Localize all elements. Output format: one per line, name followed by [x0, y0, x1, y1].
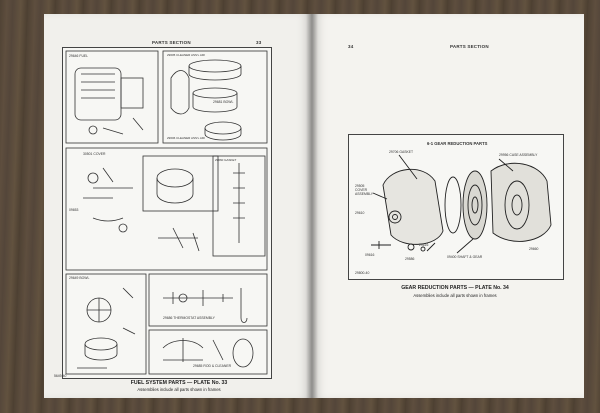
left-plate-caption-subtitle: Assemblies include all parts shown in fr…: [137, 387, 221, 392]
part-label: 29646 FUEL: [69, 54, 89, 58]
gear-plate-title: 6-1 GEAR REDUCTION PARTS: [427, 141, 488, 146]
part-label: 29681 BOWL: [213, 100, 234, 104]
open-book: PARTS SECTION 33: [44, 14, 584, 398]
right-page-section-header: PARTS SECTION: [450, 44, 489, 49]
book-gutter: [306, 14, 318, 398]
left-plate-caption-title: FUEL SYSTEM PARTS — PLATE No. 33: [130, 380, 228, 386]
callout-label: 29660: [529, 247, 539, 251]
left-page-number: 33: [256, 40, 262, 45]
callout-label: 29586: [405, 257, 415, 261]
part-label: 29606 CLEANER ASS'L AIR: [167, 136, 205, 140]
gear-reduction-exploded-diagram: [371, 154, 552, 254]
gear-reduction-plate: 6-1 GEAR REDUCTION PARTS: [348, 134, 564, 280]
callout-label: 09616: [365, 253, 375, 257]
part-label: 29649 BOWL: [69, 276, 90, 280]
callout-label: 29505 COVER ASSEMBLY: [355, 184, 374, 196]
callout-label: 29616: [419, 243, 429, 247]
left-page-corner-code: 5649-40: [54, 374, 67, 378]
part-label: 09653: [69, 208, 79, 212]
right-page: 34 PARTS SECTION 6-1 GEAR REDUCTION PART…: [312, 14, 584, 398]
right-page-number: 34: [348, 44, 354, 49]
left-page-section-header: PARTS SECTION: [152, 40, 191, 45]
part-label: 29685 ROD & CLEANER: [193, 364, 232, 368]
right-plate-caption-title: GEAR REDUCTION PARTS — PLATE No. 34: [401, 285, 509, 291]
fuel-system-exploded-diagram: [65, 50, 268, 375]
part-label: 30501 COVER: [83, 152, 106, 156]
part-label: 29686 THERMOSTAT ASSEMBLY: [163, 316, 215, 320]
callout-label: 29610: [355, 211, 365, 215]
gear-plate-code: 29800-40: [355, 271, 370, 275]
callout-label: 29956 CASE ASSEMBLY: [499, 153, 538, 157]
part-label: 29605 CLEANER ASS'L AIR: [167, 53, 205, 57]
callout-label: 09400 SHAFT & GEAR: [447, 255, 483, 259]
callout-label: 29706 GASKET: [389, 150, 414, 154]
part-label: 29660 GASKET: [215, 158, 237, 162]
right-plate-caption-subtitle: Assemblies include all parts shown in fr…: [413, 293, 497, 298]
left-page: PARTS SECTION 33: [44, 14, 312, 398]
fuel-system-plate: 29646 FUEL 29605 CLEANER ASS'L AIR 29606…: [62, 47, 272, 379]
